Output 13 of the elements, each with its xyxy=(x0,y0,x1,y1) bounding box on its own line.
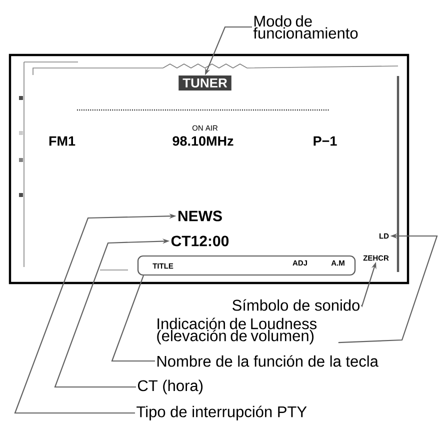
display-text: NEWS xyxy=(178,210,222,222)
display-text: CT12:00 xyxy=(171,236,229,246)
callout-text: CT (hora) xyxy=(138,380,203,394)
leader-line xyxy=(111,275,155,362)
callout-text: Símbolo de sonido xyxy=(232,299,360,311)
callout-text: Nombre de la función de la tecla xyxy=(157,355,378,367)
callout-text: Tipo de interrupción PTY xyxy=(136,406,307,420)
display-text: P−1 xyxy=(314,136,337,146)
callout-text: Modo de funcionamiento xyxy=(253,15,358,39)
display-text: 98.10MHz xyxy=(172,136,234,146)
display-text: FM1 xyxy=(49,136,76,146)
callout-text: Indicación de Loudness (elevación de volumen) xyxy=(157,318,317,344)
mode-indicator: TUNER xyxy=(178,75,232,91)
